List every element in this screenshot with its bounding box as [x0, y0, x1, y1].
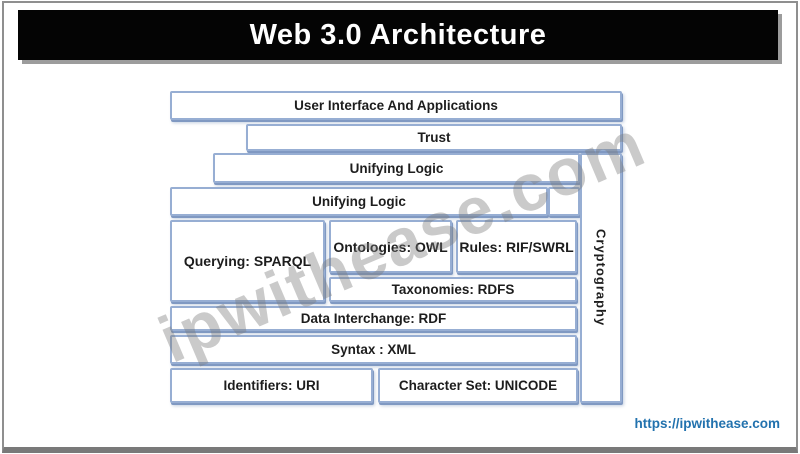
layer-trust: Trust — [246, 124, 622, 151]
page-title: Web 3.0 Architecture — [249, 18, 547, 51]
layer-identifiers-uri: Identifiers: URI — [170, 368, 373, 403]
layer-character-set-unicode: Character Set: UNICODE — [378, 368, 578, 403]
cryptography-vertical-label: Cryptography — [593, 229, 609, 327]
layer-rules-rif-swrl: Rules: RIF/SWRL — [456, 220, 577, 273]
layer-querying-sparql: Querying: SPARQL — [170, 220, 325, 302]
footer-link[interactable]: https://ipwithease.com — [634, 416, 780, 431]
layer-unifying-logic: Unifying Logic — [170, 187, 548, 216]
layer-unifying-logic-upper: Unifying Logic — [213, 153, 580, 183]
layer-taxonomies-rdfs: Taxonomies: RDFS — [329, 277, 577, 302]
layer-cryptography: Cryptography — [580, 153, 622, 403]
layer-ontologies-owl: Ontologies: OWL — [329, 220, 452, 273]
layer-unifying-logic-spacer — [548, 187, 580, 216]
layer-syntax-xml: Syntax : XML — [170, 335, 577, 364]
layer-user-interface-and-applications: User Interface And Applications — [170, 91, 622, 120]
title-bar: Web 3.0 Architecture — [18, 10, 778, 60]
layer-data-interchange-rdf: Data Interchange: RDF — [170, 306, 577, 331]
